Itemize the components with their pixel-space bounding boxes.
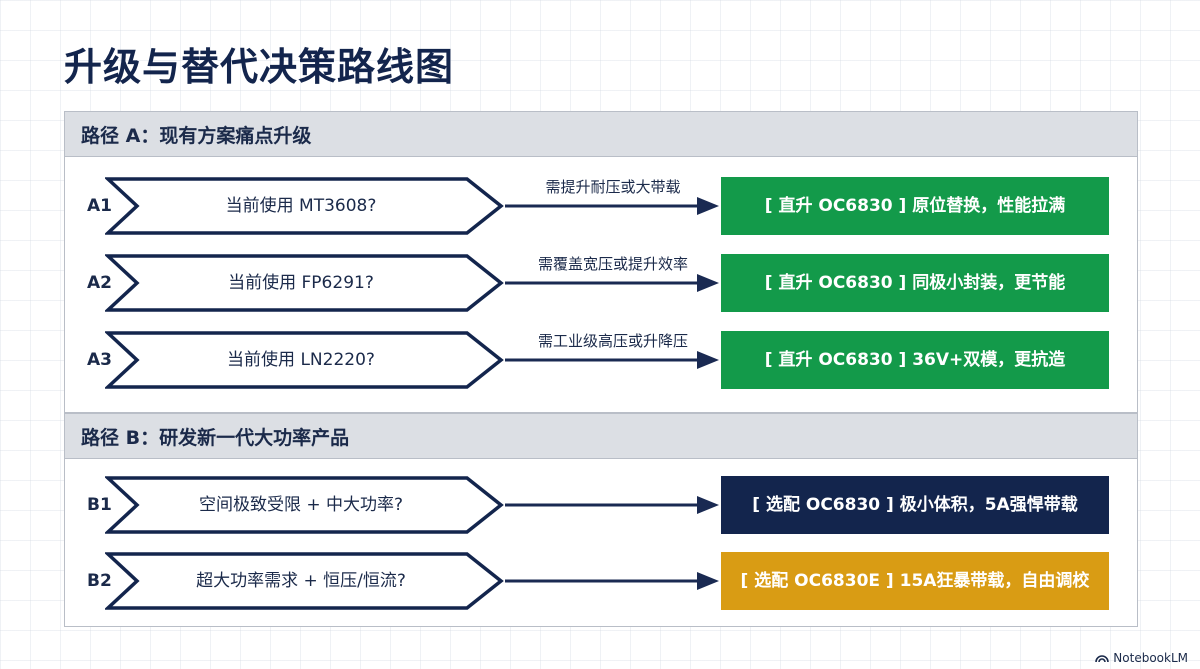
plain-arrow: [505, 551, 721, 611]
result-box: [ 直升 OC6830 ] 同极小封装，更节能: [721, 254, 1109, 312]
condition-text: 需提升耐压或大带载: [545, 178, 681, 196]
result-box: [ 直升 OC6830 ] 36V+双模，更抗造: [721, 331, 1109, 389]
chevron-shape: [105, 254, 504, 312]
path-a-header: 路径 A：现有方案痛点升级: [65, 112, 1137, 157]
question-text: 超大功率需求 + 恒压/恒流?: [196, 571, 406, 591]
row-label: A3: [87, 350, 112, 370]
question-text: 当前使用 LN2220?: [227, 350, 375, 370]
brand-name: NotebookLM: [1113, 651, 1188, 665]
row-label: B2: [87, 571, 112, 591]
chevron-shape: [105, 331, 504, 389]
path-a-panel: 路径 A：现有方案痛点升级 A1 当前使用 MT3608? 需提升耐压或大带载 …: [64, 111, 1138, 413]
result-box: [ 选配 OC6830E ] 15A狂暴带载，自由调校: [721, 552, 1109, 610]
path-b-header: 路径 B：研发新一代大功率产品: [65, 414, 1137, 459]
condition-text: 需工业级高压或升降压: [537, 332, 688, 350]
decision-row-b2: B2 超大功率需求 + 恒压/恒流? [ 选配 OC6830E ] 15A狂暴带…: [65, 551, 1137, 611]
notebooklm-brand: NotebookLM: [1095, 651, 1188, 665]
question-chevron: 空间极致受限 + 中大功率?: [105, 475, 505, 535]
decision-row-a1: A1 当前使用 MT3608? 需提升耐压或大带载 [ 直升 OC6830 ] …: [65, 176, 1137, 236]
decision-row-a3: A3 当前使用 LN2220? 需工业级高压或升降压 [ 直升 OC6830 ]…: [65, 330, 1137, 390]
decision-row-a2: A2 当前使用 FP6291? 需覆盖宽压或提升效率 [ 直升 OC6830 ]…: [65, 253, 1137, 313]
condition-arrow: 需工业级高压或升降压: [505, 330, 721, 390]
condition-text: 需覆盖宽压或提升效率: [537, 255, 688, 273]
condition-arrow: 需覆盖宽压或提升效率: [505, 253, 721, 313]
arrow-right-icon: [505, 274, 719, 292]
question-text: 空间极致受限 + 中大功率?: [198, 495, 404, 515]
result-box: [ 直升 OC6830 ] 原位替换，性能拉满: [721, 177, 1109, 235]
path-b-panel: 路径 B：研发新一代大功率产品 B1 空间极致受限 + 中大功率? [ 选配 O…: [64, 413, 1138, 627]
result-box: [ 选配 OC6830 ] 极小体积，5A强悍带载: [721, 476, 1109, 534]
arrow-right-icon: [505, 197, 719, 215]
plain-arrow: [505, 475, 721, 535]
question-text: 当前使用 MT3608?: [225, 196, 377, 216]
chevron-shape: [105, 552, 504, 610]
question-chevron: 当前使用 FP6291?: [105, 253, 505, 313]
arrow-right-icon: [505, 351, 719, 369]
page-title: 升级与替代决策路线图: [64, 45, 455, 89]
question-chevron: 当前使用 LN2220?: [105, 330, 505, 390]
arrow-right-icon: [505, 496, 719, 514]
arrow-right-icon: [505, 572, 719, 590]
question-chevron: 当前使用 MT3608?: [105, 176, 505, 236]
row-label: A2: [87, 273, 112, 293]
question-text: 当前使用 FP6291?: [228, 273, 374, 293]
chevron-shape: [105, 476, 504, 534]
notebooklm-logo-icon: [1095, 655, 1110, 663]
row-label: A1: [87, 196, 112, 216]
question-chevron: 超大功率需求 + 恒压/恒流?: [105, 551, 505, 611]
decision-row-b1: B1 空间极致受限 + 中大功率? [ 选配 OC6830 ] 极小体积，5A强…: [65, 475, 1137, 535]
row-label: B1: [87, 495, 112, 515]
condition-arrow: 需提升耐压或大带载: [505, 176, 721, 236]
chevron-shape: [105, 177, 504, 235]
